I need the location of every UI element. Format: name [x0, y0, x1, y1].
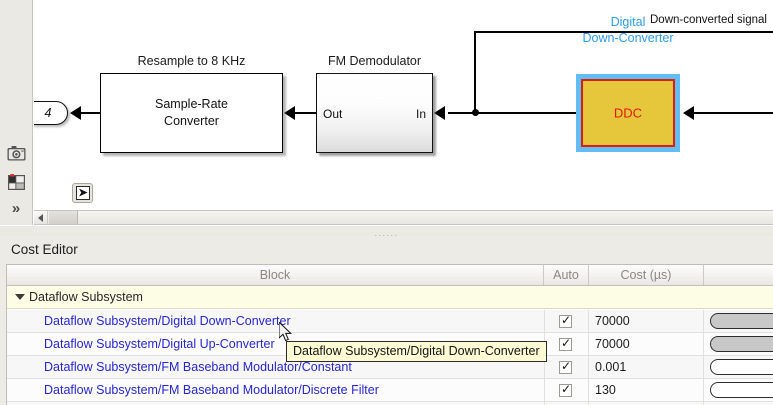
auto-checkbox[interactable]: ✓ [559, 313, 572, 328]
row-block-name[interactable]: Dataflow Subsystem/Digital Up-Converter [44, 337, 275, 351]
srconv-line2: Converter [164, 114, 219, 128]
wire-ddc-to-fmdemod [448, 112, 577, 114]
ddc-label-line1: Digital [610, 15, 646, 29]
command-prompt-glyph: ➤ [76, 186, 90, 200]
outport-number: 4 [44, 106, 52, 120]
block-body-text: Sample-Rate Converter [101, 96, 282, 130]
table-header-row: Block Auto Cost (µs) [7, 265, 773, 286]
command-prompt-button[interactable]: ➤ [72, 183, 93, 203]
column-header-cost[interactable]: Cost (µs) [589, 265, 704, 285]
auto-checkbox[interactable]: ✓ [559, 336, 572, 351]
expand-collapse-icon[interactable] [15, 294, 25, 300]
row-cost-value[interactable]: 130 [589, 379, 704, 402]
cost-editor-title: Cost Editor [11, 242, 78, 257]
scrollbar-thumb[interactable] [49, 211, 78, 224]
row-auto-cell[interactable]: ✓ [544, 310, 589, 333]
arrowhead-fmdemod-in [434, 106, 445, 120]
layout-icon[interactable] [6, 172, 27, 193]
row-action-button [710, 313, 773, 329]
column-header-action[interactable] [704, 265, 773, 285]
row-auto-cell[interactable]: ✓ [544, 379, 589, 402]
more-chevrons-icon[interactable]: » [11, 200, 21, 217]
camera-icon[interactable] [6, 143, 27, 164]
block-label-sample-rate-converter: Resample to 8 KHz [137, 54, 246, 68]
row-block-name[interactable]: Dataflow Subsystem/Digital Down-Converte… [44, 314, 291, 328]
check-icon: ✓ [561, 359, 572, 373]
auto-checkbox[interactable]: ✓ [559, 382, 572, 397]
splitter-grip-dots: ...... [374, 228, 399, 238]
scroll-left-button[interactable] [34, 211, 48, 224]
port-label-in: In [415, 107, 426, 121]
row-action-cell[interactable] [705, 356, 773, 379]
row-cost-value[interactable]: 70000 [589, 310, 704, 333]
wire-branch-vertical [474, 32, 476, 112]
row-action-button [710, 336, 773, 352]
row-block-name[interactable]: Dataflow Subsystem/FM Baseband Modulator… [44, 383, 379, 397]
wire-junction-dot [472, 109, 479, 116]
panel-splitter[interactable]: ...... [0, 226, 773, 238]
wire-fmdemod-to-srconv [294, 112, 317, 114]
row-auto-cell[interactable]: ✓ [544, 356, 589, 379]
column-header-block[interactable]: Block [7, 265, 544, 285]
row-auto-cell[interactable]: ✓ [544, 333, 589, 356]
auto-checkbox[interactable]: ✓ [559, 359, 572, 374]
table-row[interactable]: Dataflow Subsystem/FM Baseband Modulator… [7, 356, 773, 379]
row-cost-value[interactable]: 0.001 [589, 356, 704, 379]
wire-ddc-input [694, 112, 773, 114]
cost-editor-panel: Cost Editor Block Auto Cost (µs) Dataflo… [0, 236, 773, 405]
check-icon: ✓ [561, 313, 572, 327]
block-label-digital-down-converter: Digital Down-Converter [546, 14, 710, 46]
port-label-out: Out [323, 107, 343, 121]
tooltip: Dataflow Subsystem/Digital Down-Converte… [286, 341, 547, 362]
table-row[interactable]: Dataflow Subsystem/FM Baseband Modulator… [7, 379, 773, 402]
table-row[interactable]: Dataflow Subsystem/Digital Down-Converte… [7, 310, 773, 333]
row-action-cell[interactable] [705, 379, 773, 402]
model-canvas[interactable]: Down-converted signal 4 Resample to 8 KH… [34, 0, 773, 210]
block-digital-down-converter-selection[interactable]: DDC [576, 74, 680, 152]
block-fm-demodulator[interactable]: Out In [316, 73, 433, 153]
srconv-line1: Sample-Rate [155, 97, 228, 111]
signal-label-down-converted: Down-converted signal [650, 14, 767, 26]
group-row-label: Dataflow Subsystem [29, 290, 143, 304]
canvas-tool-strip: » [0, 0, 33, 225]
canvas-horizontal-scrollbar[interactable] [34, 210, 773, 225]
ddc-label-line2: Down-Converter [582, 31, 674, 45]
row-cost-value[interactable]: 70000 [589, 333, 704, 356]
arrowhead-ddc-in [683, 106, 694, 120]
cost-editor-table[interactable]: Block Auto Cost (µs) Dataflow Subsystem … [6, 264, 773, 405]
row-auto-cell[interactable]: ✓ [544, 402, 589, 405]
block-label-fm-demodulator: FM Demodulator [327, 54, 422, 68]
row-action-button[interactable] [710, 359, 773, 375]
check-icon: ✓ [561, 382, 572, 396]
table-group-row[interactable]: Dataflow Subsystem [7, 286, 773, 309]
row-action-cell[interactable] [705, 333, 773, 356]
row-cost-value[interactable] [589, 402, 704, 405]
wire-srconv-to-outport [80, 112, 101, 114]
row-action-cell[interactable] [705, 310, 773, 333]
ddc-body-text: DDC [613, 105, 643, 121]
wire-branch-top [474, 31, 773, 33]
table-row[interactable]: ✓ [7, 402, 773, 405]
row-block-name[interactable]: Dataflow Subsystem/FM Baseband Modulator… [44, 360, 352, 374]
row-action-button[interactable] [710, 382, 773, 398]
outport-block-4[interactable]: 4 [34, 101, 68, 125]
block-sample-rate-converter[interactable]: Sample-Rate Converter [100, 73, 283, 153]
check-icon: ✓ [561, 336, 572, 350]
block-digital-down-converter[interactable]: DDC [581, 79, 675, 147]
column-header-auto[interactable]: Auto [544, 265, 589, 285]
arrowhead-outport [70, 106, 81, 120]
arrowhead-srconv [284, 106, 295, 120]
